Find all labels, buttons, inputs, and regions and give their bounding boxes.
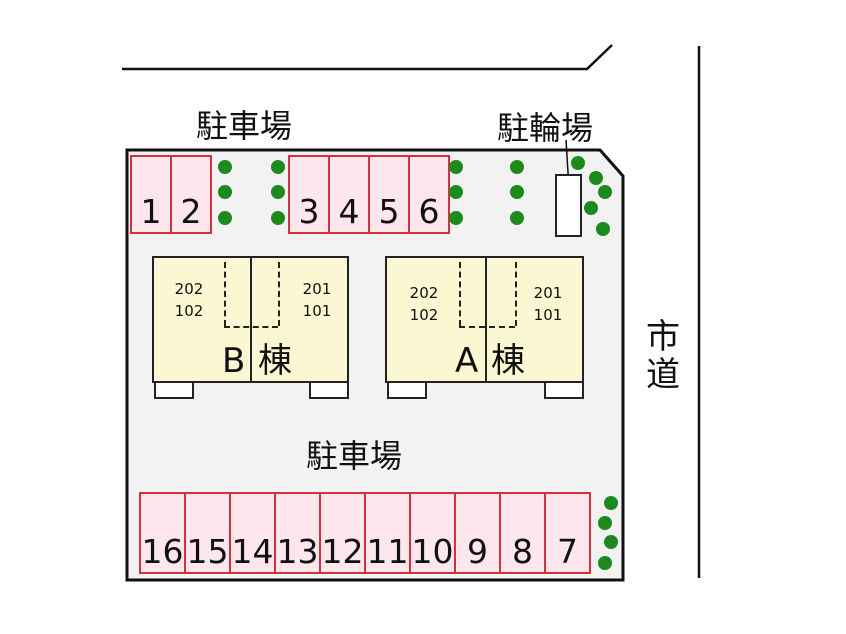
room-202-b: 202 xyxy=(174,280,204,298)
tree-icon xyxy=(271,211,285,225)
bicycle-parking-label: 駐輪場 xyxy=(497,109,594,147)
building-a-letter: A xyxy=(455,341,479,381)
parking-stall-6: 6 xyxy=(408,155,450,234)
room-101-b: 101 xyxy=(302,302,332,320)
room-102-b: 102 xyxy=(174,302,204,320)
building-a-step-left xyxy=(387,381,427,399)
tree-icon xyxy=(596,222,610,236)
room-201-a: 201 xyxy=(533,284,563,302)
tree-icon xyxy=(271,160,285,174)
building-a-step-right xyxy=(544,381,584,399)
parking-stall-4: 4 xyxy=(328,155,370,234)
tree-icon xyxy=(449,185,463,199)
tree-icon xyxy=(598,185,612,199)
building-b-step-left xyxy=(154,381,194,399)
parking-stall-15: 15 xyxy=(184,492,231,574)
building-a: 202 102 201 101 A 棟 xyxy=(385,256,584,383)
building-b-letter: B xyxy=(222,341,246,381)
tree-icon xyxy=(449,211,463,225)
tree-icon xyxy=(589,171,603,185)
tree-icon xyxy=(510,211,524,225)
tree-icon xyxy=(604,535,618,549)
tree-icon xyxy=(271,185,285,199)
parking-stall-2: 2 xyxy=(170,155,212,234)
tree-icon xyxy=(449,160,463,174)
parking-stall-9: 9 xyxy=(454,492,501,574)
tree-icon xyxy=(218,211,232,225)
tree-icon xyxy=(584,201,598,215)
tree-icon xyxy=(218,160,232,174)
tree-icon xyxy=(598,516,612,530)
room-202-a: 202 xyxy=(409,284,439,302)
room-102-a: 102 xyxy=(409,306,439,324)
building-b-suffix: 棟 xyxy=(258,341,292,381)
parking-stall-7: 7 xyxy=(544,492,591,574)
tree-icon xyxy=(571,156,585,170)
city-road-label: 市道 xyxy=(646,317,680,395)
tree-icon xyxy=(218,185,232,199)
building-b: 202 102 201 101 B 棟 xyxy=(152,256,349,383)
tree-icon xyxy=(598,556,612,570)
parking-stall-11: 11 xyxy=(364,492,411,574)
tree-icon xyxy=(510,160,524,174)
parking-center-label: 駐車場 xyxy=(306,437,403,475)
parking-stall-12: 12 xyxy=(319,492,366,574)
room-101-a: 101 xyxy=(533,306,563,324)
parking-stall-13: 13 xyxy=(274,492,321,574)
parking-stall-3: 3 xyxy=(288,155,330,234)
room-201-b: 201 xyxy=(302,280,332,298)
parking-top-label: 駐車場 xyxy=(196,107,293,145)
tree-icon xyxy=(604,496,618,510)
parking-stall-1: 1 xyxy=(130,155,172,234)
tree-icon xyxy=(510,185,524,199)
building-b-step-right xyxy=(309,381,349,399)
bicycle-parking-area xyxy=(555,174,582,237)
parking-stall-8: 8 xyxy=(499,492,546,574)
parking-stall-16: 16 xyxy=(139,492,186,574)
parking-stall-14: 14 xyxy=(229,492,276,574)
building-a-suffix: 棟 xyxy=(491,341,525,381)
parking-stall-10: 10 xyxy=(409,492,456,574)
parking-stall-5: 5 xyxy=(368,155,410,234)
